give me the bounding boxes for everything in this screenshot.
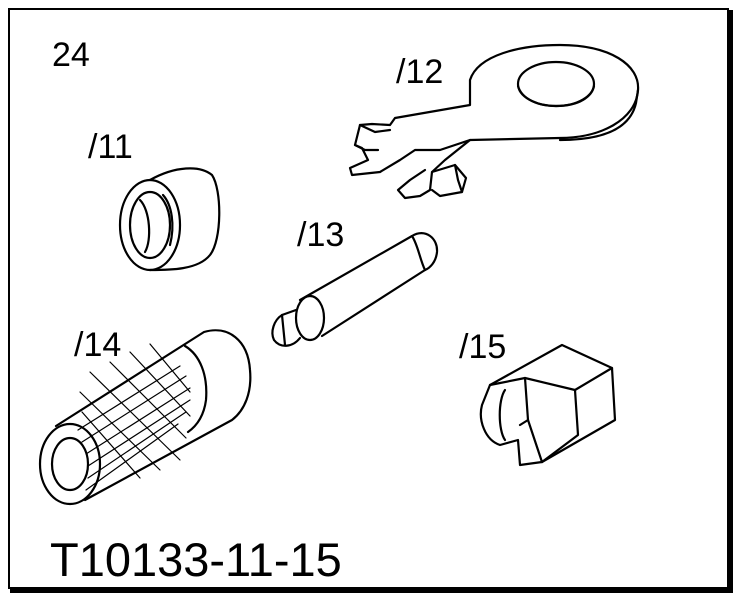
bushing-icon	[118, 167, 221, 272]
slotted-block-icon	[479, 343, 617, 467]
knurled-sleeve-icon	[38, 329, 252, 506]
diagram-frame	[8, 8, 729, 589]
page-number: 24	[52, 36, 90, 74]
label-part-13: /13	[297, 216, 345, 254]
frame-shadow-bottom	[10, 589, 733, 593]
drawing-code: T10133-11-15	[50, 533, 342, 586]
label-part-12: /12	[396, 53, 444, 91]
label-part-15: /15	[459, 328, 507, 366]
puller-plate-icon	[348, 43, 640, 200]
frame-shadow-right	[729, 10, 733, 593]
label-part-14: /14	[74, 326, 122, 364]
mandrel-icon	[271, 232, 439, 347]
label-part-11: /11	[88, 128, 133, 166]
